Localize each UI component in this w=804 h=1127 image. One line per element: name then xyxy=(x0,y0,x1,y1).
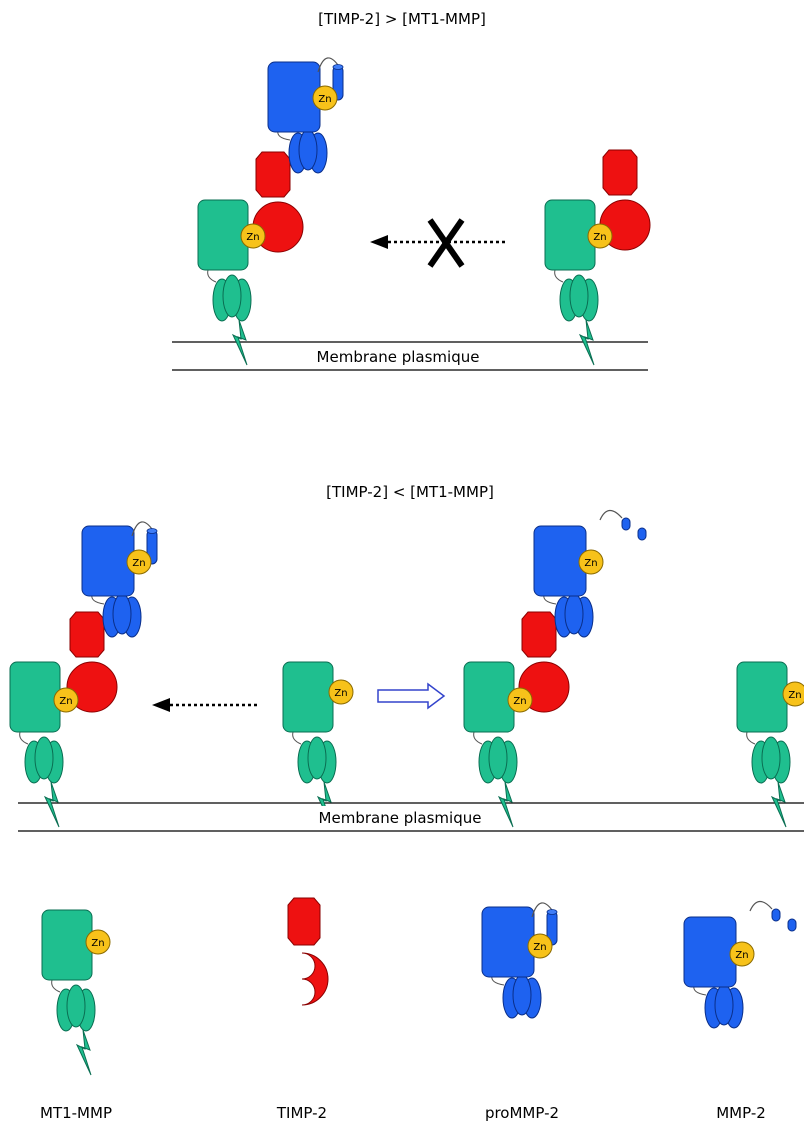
mt1mmp-shape xyxy=(544,199,599,366)
zinc-label: Zn xyxy=(735,950,748,961)
zinc-label: Zn xyxy=(788,690,801,701)
open-arrow-icon xyxy=(377,682,446,710)
zinc-label: Zn xyxy=(132,558,145,569)
zinc-label: Zn xyxy=(91,938,104,949)
legend-timp2: TIMP-2 xyxy=(276,897,329,1122)
mt1mmp-shape xyxy=(463,661,518,828)
bottom-membrane-label: Membrane plasmique xyxy=(319,809,482,827)
zinc-label: Zn xyxy=(513,696,526,707)
zinc-label: Zn xyxy=(593,232,606,243)
bottom-free-mt1mmp: Zn xyxy=(282,661,354,828)
zinc-label: Zn xyxy=(318,94,331,105)
legend-mmp2-label: MMP-2 xyxy=(716,1104,766,1122)
top-left-complex: Zn Zn xyxy=(197,57,344,366)
dotted-arrow-icon xyxy=(152,698,258,712)
zinc-label: Zn xyxy=(246,232,259,243)
bottom-membrane-label-bg xyxy=(298,806,502,828)
legend-prommp2: Zn proMMP-2 xyxy=(481,902,559,1122)
mt1mmp-shape xyxy=(9,661,64,828)
zinc-label: Zn xyxy=(59,696,72,707)
bottom-right-mt1mmp: Zn xyxy=(736,661,804,828)
zinc-label: Zn xyxy=(584,558,597,569)
prommp2-shape xyxy=(481,902,558,1019)
mt1mmp-shape xyxy=(736,661,791,828)
bottom-membrane xyxy=(18,802,804,832)
zinc-label: Zn xyxy=(533,942,546,953)
top-right-complex: Zn xyxy=(544,149,651,366)
zinc-label: Zn xyxy=(334,688,347,699)
top-membrane xyxy=(172,341,648,371)
bottom-activated-complex: Zn Zn xyxy=(463,509,647,828)
legend-prommp2-label: proMMP-2 xyxy=(485,1104,559,1122)
legend-mmp2: Zn MMP-2 xyxy=(683,900,797,1122)
mt1mmp-shape xyxy=(41,909,96,1076)
mt1mmp-shape xyxy=(197,199,252,366)
bottom-condition-label: [TIMP-2] < [MT1-MMP] xyxy=(326,483,494,501)
legend-mt1mmp-label: MT1-MMP xyxy=(40,1104,112,1122)
mt1mmp-shape xyxy=(282,661,337,828)
legend-timp2-label: TIMP-2 xyxy=(276,1104,327,1122)
top-membrane-label: Membrane plasmique xyxy=(317,348,480,366)
top-condition-label: [TIMP-2] > [MT1-MMP] xyxy=(318,10,486,28)
bottom-left-complex: Zn Zn xyxy=(9,521,158,828)
legend-mt1mmp: Zn MT1-MMP xyxy=(40,909,112,1122)
blocked-arrow-icon xyxy=(370,218,505,268)
